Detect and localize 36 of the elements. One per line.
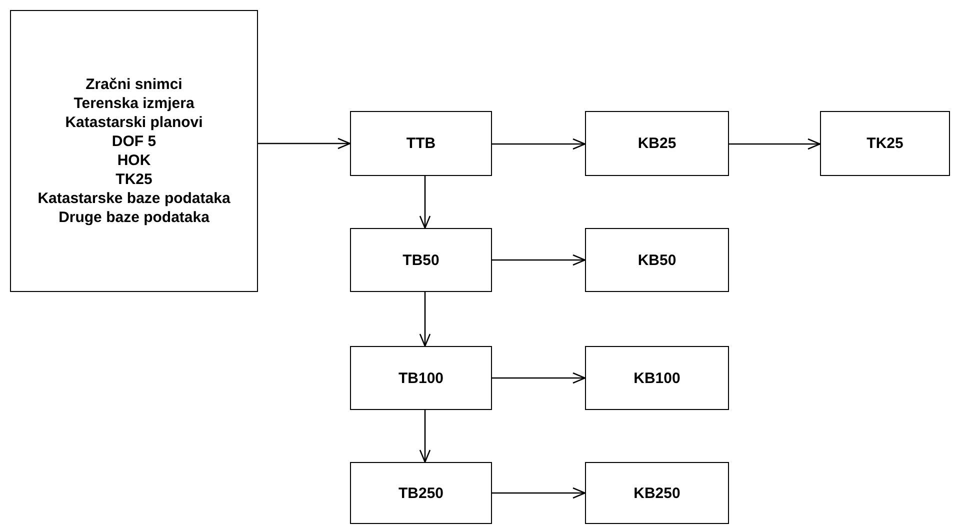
arrow bbox=[258, 138, 351, 150]
arrow bbox=[419, 176, 431, 229]
process-box bbox=[350, 111, 492, 176]
node-label: KB50 bbox=[638, 250, 676, 270]
process-box bbox=[820, 111, 950, 176]
arrow bbox=[492, 254, 586, 266]
source-box bbox=[10, 10, 258, 292]
node-label: TB100 bbox=[398, 368, 444, 388]
node-label: Terenska izmjera bbox=[74, 94, 194, 113]
arrow bbox=[729, 138, 821, 150]
node-label: KB25 bbox=[638, 134, 676, 153]
arrow bbox=[492, 372, 586, 384]
process-box bbox=[350, 228, 492, 292]
node-label: KB100 bbox=[634, 368, 680, 388]
node-label: DOF 5 bbox=[112, 132, 156, 151]
process-box bbox=[585, 228, 729, 292]
process-box bbox=[350, 462, 492, 524]
process-box bbox=[585, 462, 729, 524]
node-label: HOK bbox=[117, 151, 151, 170]
node-label: TB250 bbox=[398, 484, 444, 502]
node-label: TB50 bbox=[402, 250, 440, 270]
node-label: Zračni snimci bbox=[86, 75, 182, 94]
node-label: TTB bbox=[406, 134, 436, 153]
arrow bbox=[419, 292, 431, 347]
arrow bbox=[492, 487, 586, 499]
arrow bbox=[419, 410, 431, 463]
node-label: Katastarske baze podataka bbox=[38, 189, 230, 208]
node-label: TK25 bbox=[866, 134, 904, 153]
process-box bbox=[585, 111, 729, 176]
node-label: TK25 bbox=[116, 170, 152, 189]
node-label: Druge baze podataka bbox=[58, 208, 210, 227]
arrow bbox=[492, 138, 586, 150]
node-label: KB250 bbox=[634, 484, 680, 502]
node-label: Katastarski planovi bbox=[65, 113, 203, 132]
process-box bbox=[350, 346, 492, 410]
process-box bbox=[585, 346, 729, 410]
